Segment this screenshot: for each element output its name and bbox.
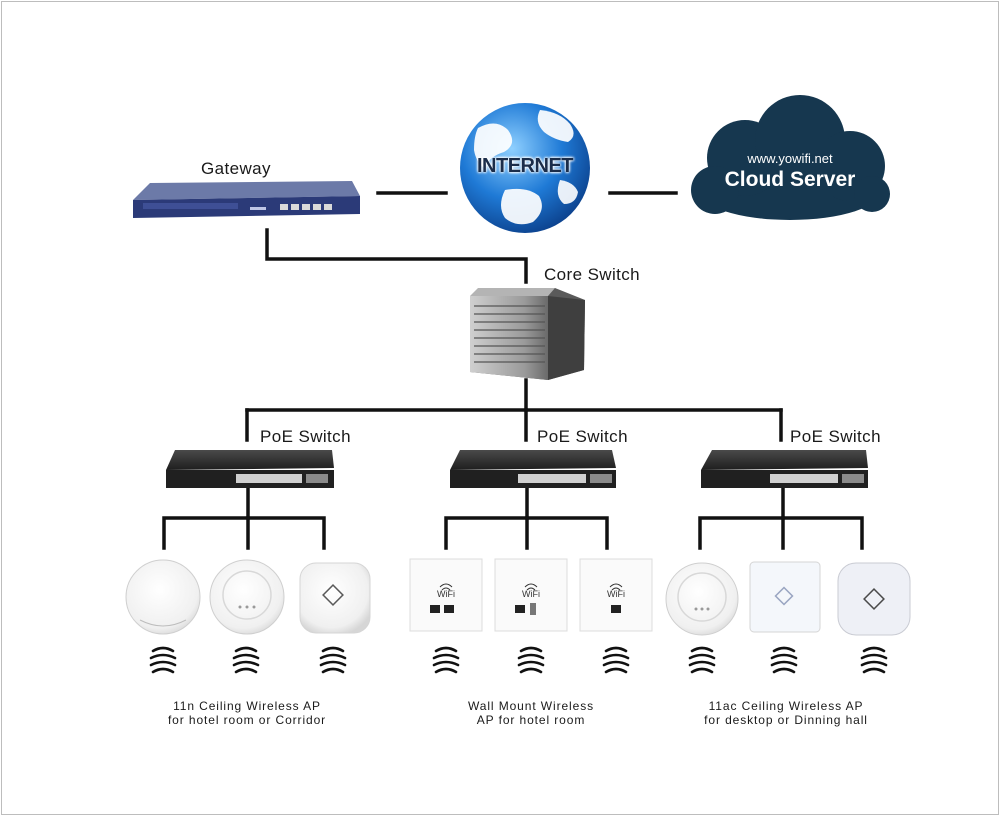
svg-text:WiFi: WiFi [522, 589, 540, 599]
link-gateway-core [265, 228, 528, 284]
connection-lines [162, 191, 864, 550]
wall-ap-plate-2: WiFi [494, 558, 568, 632]
ceiling-ap-round-3 [665, 562, 739, 636]
caption-left: 11n Ceiling Wireless AP for hotel room o… [168, 699, 326, 727]
core-switch-device [470, 288, 585, 380]
caption-right-line1: 11ac Ceiling Wireless AP [708, 699, 864, 713]
wifi-signal-icon [432, 646, 460, 674]
ceiling-ap-square-2 [749, 561, 821, 633]
poe-switch-right-label: PoE Switch [790, 427, 881, 446]
ceiling-ap-square-1 [299, 562, 371, 634]
svg-text:WiFi: WiFi [607, 589, 625, 599]
internet-globe [460, 103, 590, 233]
ceiling-ap-round-1 [125, 559, 201, 635]
gateway-label: Gateway [201, 159, 271, 178]
gateway-device [133, 181, 360, 218]
poe-switch-left-label: PoE Switch [260, 427, 351, 446]
caption-middle-line2: AP for hotel room [476, 713, 586, 727]
cloud-server-label: Cloud Server [724, 168, 856, 191]
poe-switch-right-device [701, 450, 868, 488]
wifi-signal-icon [149, 646, 177, 674]
caption-middle-line1: Wall Mount Wireless [467, 699, 595, 713]
poe-switch-left-device [166, 450, 334, 488]
core-switch-label: Core Switch [544, 265, 641, 284]
wifi-signal-icon [517, 646, 545, 674]
poe-switch-middle-device [450, 450, 616, 488]
cloud-server-shape [691, 95, 890, 220]
ceiling-ap-round-2 [209, 559, 285, 635]
ap-bus-right [698, 516, 864, 550]
wifi-signal-icon [602, 646, 630, 674]
poe-switch-middle-label: PoE Switch [537, 427, 628, 446]
caption-right-line2: for desktop or Dinning hall [704, 713, 868, 727]
wifi-signal-icon [232, 646, 260, 674]
caption-right: 11ac Ceiling Wireless AP for desktop or … [704, 699, 868, 727]
ceiling-ap-square-3 [837, 562, 911, 636]
wifi-signal-icon [319, 646, 347, 674]
caption-middle: Wall Mount Wireless AP for hotel room [468, 699, 594, 727]
wifi-signal-icon [860, 646, 888, 674]
ap-bus-left [162, 516, 326, 550]
svg-text:WiFi: WiFi [437, 589, 455, 599]
wall-ap-plate-3: WiFi [579, 558, 653, 632]
internet-label: INTERNET [477, 155, 574, 177]
wifi-signal-icon [688, 646, 716, 674]
cloud-url-label: www.yowifi.net [747, 151, 833, 166]
wall-ap-plate-1: WiFi [409, 558, 483, 632]
wifi-signal-icon [770, 646, 798, 674]
caption-left-line1: 11n Ceiling Wireless AP [173, 699, 321, 713]
caption-left-line2: for hotel room or Corridor [167, 713, 327, 727]
